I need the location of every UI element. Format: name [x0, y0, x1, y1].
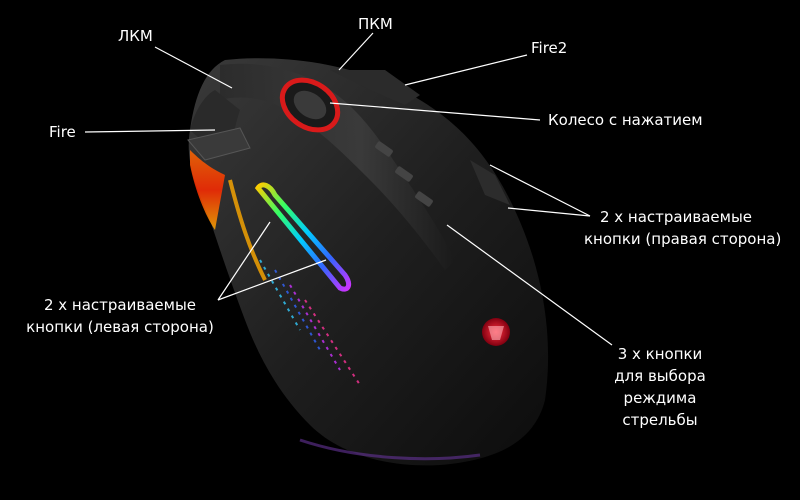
label-mode-buttons: 3 x кнопки для выбора реждима стрельбы: [610, 343, 710, 431]
label-fire: Fire: [49, 123, 76, 141]
label-right-buttons: 2 x настраиваемые кнопки (правая сторона…: [584, 206, 782, 250]
label-left-buttons-line2: кнопки (левая сторона): [26, 318, 214, 336]
label-pkm: ПКМ: [358, 15, 393, 33]
bloody-logo-icon: [482, 318, 510, 346]
label-mode-buttons-line4: стрельбы: [622, 411, 698, 429]
label-wheel: Колесо с нажатием: [548, 111, 703, 129]
label-mode-buttons-line1: 3 x кнопки: [617, 345, 703, 363]
label-left-buttons-line1: 2 x настраиваемые: [43, 296, 197, 314]
label-mode-buttons-line3: реждима: [623, 389, 697, 407]
label-right-buttons-line1: 2 x настраиваемые: [599, 208, 753, 226]
label-lkm: ЛКМ: [118, 27, 153, 45]
leader-lines: [84, 32, 613, 346]
rgb-side-light: [228, 179, 361, 386]
label-mode-buttons-line2: для выбора: [614, 367, 706, 385]
mouse-body: [187, 58, 549, 466]
scroll-wheel: [279, 77, 341, 133]
label-right-buttons-line2: кнопки (правая сторона): [584, 230, 782, 248]
label-left-buttons: 2 x настраиваемые кнопки (левая сторона): [20, 294, 220, 338]
label-fire2: Fire2: [531, 39, 568, 57]
